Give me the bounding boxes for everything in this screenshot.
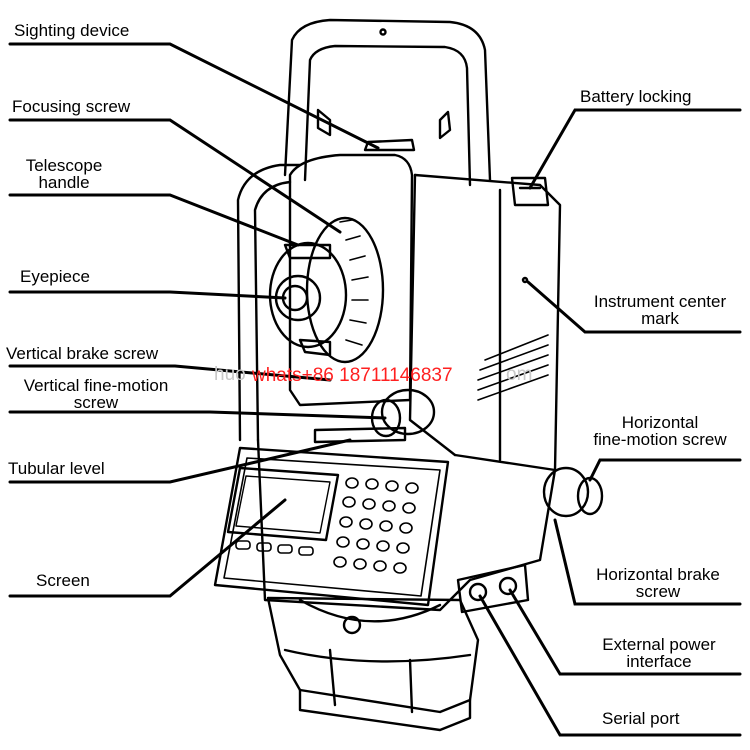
leader-horizontal-fine bbox=[588, 458, 742, 482]
leader-vertical-brake bbox=[8, 364, 332, 382]
lcd-screen bbox=[226, 466, 340, 542]
keypad-buttons bbox=[333, 477, 419, 574]
horizontal-fine-knob bbox=[542, 466, 590, 518]
tubular-level bbox=[313, 426, 407, 444]
label-external-power-line2: interface bbox=[626, 652, 692, 671]
leader-eyepiece bbox=[8, 290, 287, 300]
carrying-handle bbox=[283, 18, 492, 182]
label-vertical-brake-screw: Vertical brake screw bbox=[6, 344, 159, 363]
label-horizontal-brake-screw: Horizontal brake screw bbox=[580, 566, 736, 600]
eyepiece-outer bbox=[268, 241, 348, 349]
label-horizontal-fine-line1: Horizontal bbox=[621, 413, 699, 432]
label-vertical-fine-line2: screw bbox=[73, 393, 119, 412]
power-socket bbox=[498, 576, 518, 596]
leader-external-power bbox=[508, 588, 742, 676]
leader-tubular-level bbox=[8, 438, 352, 484]
label-eyepiece: Eyepiece bbox=[20, 267, 90, 286]
label-tubular-level: Tubular level bbox=[8, 459, 105, 478]
leader-vertical-fine bbox=[8, 410, 387, 420]
leader-lines bbox=[8, 42, 742, 737]
label-serial-port: Serial port bbox=[602, 709, 680, 728]
label-telescope-handle-line2: handle bbox=[38, 173, 90, 192]
label-telescope-handle: Telescope handle bbox=[16, 157, 112, 191]
label-focusing-screw: Focusing screw bbox=[12, 97, 131, 116]
watermark-faint-left: huo bbox=[214, 364, 246, 385]
right-standard bbox=[413, 173, 562, 472]
label-external-power-interface: External power interface bbox=[580, 636, 738, 670]
leader-battery bbox=[528, 108, 742, 190]
leader-focusing-screw bbox=[8, 118, 342, 234]
label-vertical-fine-motion-screw: Vertical fine-motion screw bbox=[8, 377, 184, 411]
tribrach-base bbox=[266, 596, 480, 714]
watermark-faint-right: om bbox=[506, 364, 533, 385]
label-external-power-line1: External power bbox=[602, 635, 716, 654]
leader-screen bbox=[8, 498, 287, 598]
serial-port-socket bbox=[468, 582, 488, 602]
soft-keys bbox=[235, 540, 314, 556]
sighting-device bbox=[363, 138, 416, 152]
label-horizontal-brake-line2: screw bbox=[635, 582, 681, 601]
vertical-fine-knob bbox=[380, 388, 436, 436]
battery-latch bbox=[510, 176, 550, 207]
leveling-screw bbox=[342, 615, 362, 635]
label-center-mark-line2: mark bbox=[641, 309, 679, 328]
label-horizontal-fine-motion-screw: Horizontal fine-motion screw bbox=[580, 414, 740, 448]
watermark-phone: whats+86 18711146837 bbox=[252, 365, 453, 386]
connector-block bbox=[456, 563, 530, 614]
telescope-block bbox=[288, 153, 414, 407]
label-horizontal-fine-line2: fine-motion screw bbox=[593, 430, 727, 449]
label-battery-locking: Battery locking bbox=[580, 87, 692, 106]
focusing-ring bbox=[305, 216, 385, 364]
leader-serial-port bbox=[478, 594, 742, 737]
leader-horizontal-brake bbox=[553, 518, 742, 606]
base-plate bbox=[283, 648, 472, 663]
leader-center-mark bbox=[526, 280, 742, 334]
label-center-mark-line1: Instrument center bbox=[593, 292, 727, 311]
label-vertical-fine-line1: Vertical fine-motion bbox=[23, 376, 169, 395]
label-sighting-device: Sighting device bbox=[14, 21, 130, 40]
leader-telescope-handle bbox=[8, 193, 300, 247]
label-screen: Screen bbox=[36, 571, 90, 590]
label-horizontal-brake-line1: Horizontal brake bbox=[596, 565, 720, 584]
label-telescope-handle-line1: Telescope bbox=[25, 156, 103, 175]
control-panel bbox=[213, 446, 450, 607]
left-standard bbox=[236, 163, 302, 442]
label-instrument-center-mark: Instrument center mark bbox=[579, 293, 741, 327]
leader-sighting-device bbox=[8, 42, 380, 150]
